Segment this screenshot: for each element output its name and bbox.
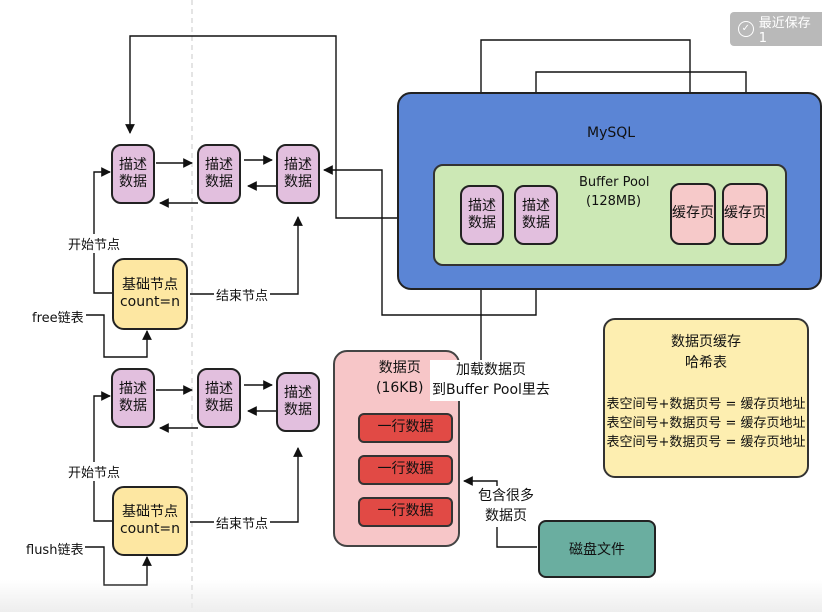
flush-list-node: 描述 数据: [276, 372, 320, 432]
data-row: 一行数据: [358, 497, 453, 527]
load-data-page-label: 加载数据页 到Buffer Pool里去: [430, 360, 552, 401]
mysql-title: MySQL: [587, 125, 636, 141]
bp-desc-block: 描述 数据: [460, 185, 504, 245]
disk-file: 磁盘文件: [538, 520, 656, 578]
flush-list-start-label: 开始节点: [66, 462, 123, 481]
free-list-start-label: 开始节点: [66, 234, 123, 253]
hash-table-entry: 表空间号+数据页号 = 缓存页地址: [606, 415, 806, 431]
check-circle-icon: ✓: [738, 21, 754, 37]
hash-table-entry: 表空间号+数据页号 = 缓存页地址: [606, 434, 806, 450]
data-row: 一行数据: [358, 455, 453, 485]
free-list-base-node: 基础节点 count=n: [112, 258, 188, 330]
flush-list-label: flush链表: [24, 539, 86, 558]
flush-list-base-node: 基础节点 count=n: [112, 486, 188, 556]
data-page-title: 数据页 (16KB): [376, 360, 424, 397]
free-list-node: 描述 数据: [197, 144, 241, 204]
free-list-end-label: 结束节点: [214, 285, 271, 304]
free-list-label: free链表: [30, 307, 86, 326]
free-list-node: 描述 数据: [111, 144, 155, 204]
free-list-node: 描述 数据: [276, 144, 320, 204]
data-row: 一行数据: [358, 413, 453, 443]
hash-table-entry: 表空间号+数据页号 = 缓存页地址: [606, 397, 806, 412]
last-saved-badge[interactable]: ✓ 最近保存 1: [730, 12, 822, 46]
buffer-pool-title: Buffer Pool: [579, 175, 650, 190]
page-cache-hash-table: 数据页缓存 哈希表 表空间号+数据页号 = 缓存页地址 表空间号+数据页号 = …: [603, 318, 809, 478]
hash-table-title: 数据页缓存 哈希表: [671, 334, 741, 371]
flush-list-node: 描述 数据: [197, 368, 241, 428]
bottom-fade: [0, 580, 822, 612]
disk-contains-label: 包含很多 数据页: [476, 486, 536, 527]
cache-page: 缓存页: [670, 183, 716, 245]
buffer-pool-size: (128MB): [586, 194, 642, 209]
cache-page: 缓存页: [722, 183, 768, 245]
last-saved-text: 最近保存 1: [758, 16, 811, 46]
bp-desc-block: 描述 数据: [514, 185, 558, 245]
flush-list-end-label: 结束节点: [214, 513, 271, 532]
flush-list-node: 描述 数据: [111, 368, 155, 428]
